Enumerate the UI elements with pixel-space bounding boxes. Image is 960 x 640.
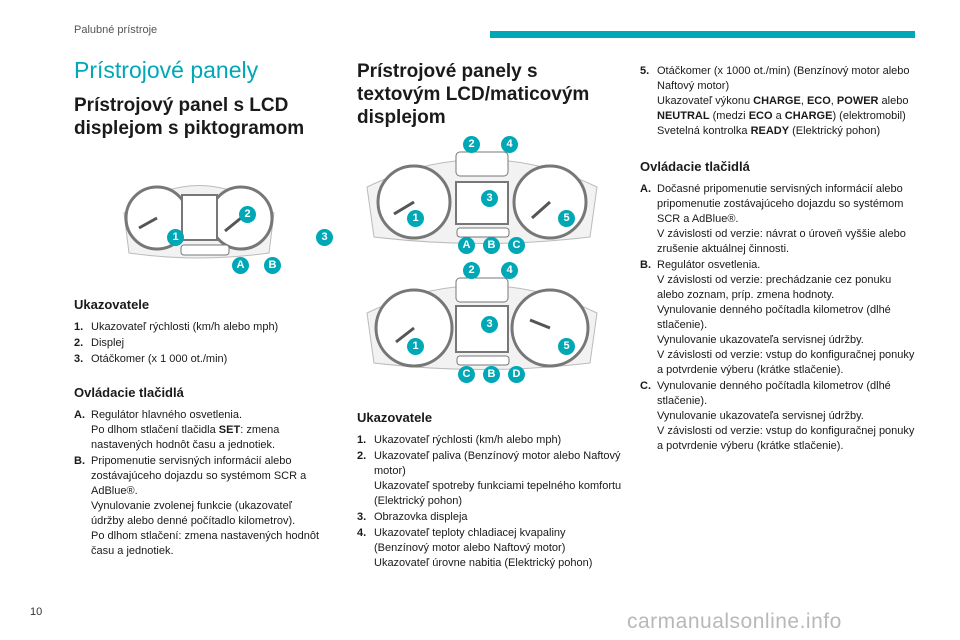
list-item: 3.Otáčkomer (x 1 000 ot./min) bbox=[74, 353, 228, 365]
diagram-badge: 2 bbox=[463, 136, 480, 153]
list-item: 1.Ukazovateľ rýchlosti (km/h alebo mph) bbox=[74, 321, 279, 333]
diagram-badge: D bbox=[508, 366, 525, 383]
buttons-heading: Ovládacie tlačidlá bbox=[640, 159, 750, 174]
diagram-badge: A bbox=[232, 257, 249, 274]
diagram-badge: 5 bbox=[558, 210, 575, 227]
diagram-badge: 3 bbox=[481, 190, 498, 207]
diagram-badge: 1 bbox=[407, 210, 424, 227]
indicators-list: 1.Ukazovateľ rýchlosti (km/h alebo mph) … bbox=[74, 320, 324, 367]
indicator-5: 5. Otáčkomer (x 1000 ot./min) (Benzínový… bbox=[640, 64, 915, 139]
diagram-badge: A bbox=[458, 237, 475, 254]
cluster-illustration bbox=[123, 185, 275, 259]
diagram-badge: 3 bbox=[481, 316, 498, 333]
indicators-heading: Ukazovatele bbox=[74, 297, 150, 312]
diagram-badge: C bbox=[458, 366, 475, 383]
diagram-badge: 2 bbox=[463, 262, 480, 279]
buttons-list: A.Dočasné pripomenutie servisných inform… bbox=[640, 182, 915, 454]
header-accent-bar bbox=[490, 31, 915, 38]
page-number: 10 bbox=[30, 606, 43, 618]
diagram-badge: 3 bbox=[316, 229, 333, 246]
diagram-badge: 4 bbox=[501, 136, 518, 153]
indicators-heading: Ukazovatele bbox=[357, 410, 433, 425]
list-item: 3.Obrazovka displeja bbox=[357, 511, 468, 523]
cluster-diagram-3: 2 4 3 1 5 C B D bbox=[362, 262, 602, 383]
list-item: C.Vynulovanie denného počítadla kilometr… bbox=[640, 380, 915, 452]
diagram-badge: 5 bbox=[558, 338, 575, 355]
cluster-diagram-1: 1 2 3 A B bbox=[119, 163, 333, 274]
column-2: Prístrojové panely s textovým LCD/matico… bbox=[357, 60, 622, 572]
list-item: A.Dočasné pripomenutie servisných inform… bbox=[640, 183, 906, 255]
diagram-badge: B bbox=[483, 366, 500, 383]
diagram-badge: 2 bbox=[239, 206, 256, 223]
running-header: Palubné prístroje bbox=[74, 24, 158, 36]
column-3: 5. Otáčkomer (x 1000 ot./min) (Benzínový… bbox=[640, 64, 915, 455]
list-item: 2.Displej bbox=[74, 337, 125, 349]
page-title: Prístrojové panely bbox=[74, 57, 259, 83]
watermark: carmanualsonline.info bbox=[627, 610, 842, 633]
indicators-list: 1.Ukazovateľ rýchlosti (km/h alebo mph) … bbox=[357, 433, 622, 571]
diagram-badge: 4 bbox=[501, 262, 518, 279]
diagram-badge: 1 bbox=[167, 229, 184, 246]
list-item: A.Regulátor hlavného osvetlenia. Po dlho… bbox=[74, 409, 280, 451]
diagram-badge: C bbox=[508, 237, 525, 254]
list-item: B.Pripomenutie servisných informácií ale… bbox=[74, 455, 320, 557]
buttons-heading: Ovládacie tlačidlá bbox=[74, 385, 184, 400]
diagram-badge: B bbox=[264, 257, 281, 274]
list-item: 4.Ukazovateľ teploty chladiacej kvapalin… bbox=[357, 527, 593, 569]
column-1: Prístrojové panely Prístrojový panel s L… bbox=[74, 56, 333, 560]
list-item: 5. Otáčkomer (x 1000 ot./min) (Benzínový… bbox=[640, 65, 910, 137]
cluster-diagram-2: 2 4 3 1 5 A B C bbox=[362, 136, 602, 254]
list-item: 1.Ukazovateľ rýchlosti (km/h alebo mph) bbox=[357, 434, 562, 446]
diagram-badge: B bbox=[483, 237, 500, 254]
list-item: 2.Ukazovateľ paliva (Benzínový motor ale… bbox=[357, 450, 622, 507]
buttons-list: A.Regulátor hlavného osvetlenia. Po dlho… bbox=[74, 408, 324, 559]
diagram-badge: 1 bbox=[407, 338, 424, 355]
list-item: B.Regulátor osvetlenia. V závislosti od … bbox=[640, 259, 915, 376]
section-heading-lcd-pictogram: Prístrojový panel s LCD displejom s pikt… bbox=[74, 95, 305, 139]
section-heading-text-lcd: Prístrojové panely s textovým LCD/matico… bbox=[357, 61, 590, 128]
